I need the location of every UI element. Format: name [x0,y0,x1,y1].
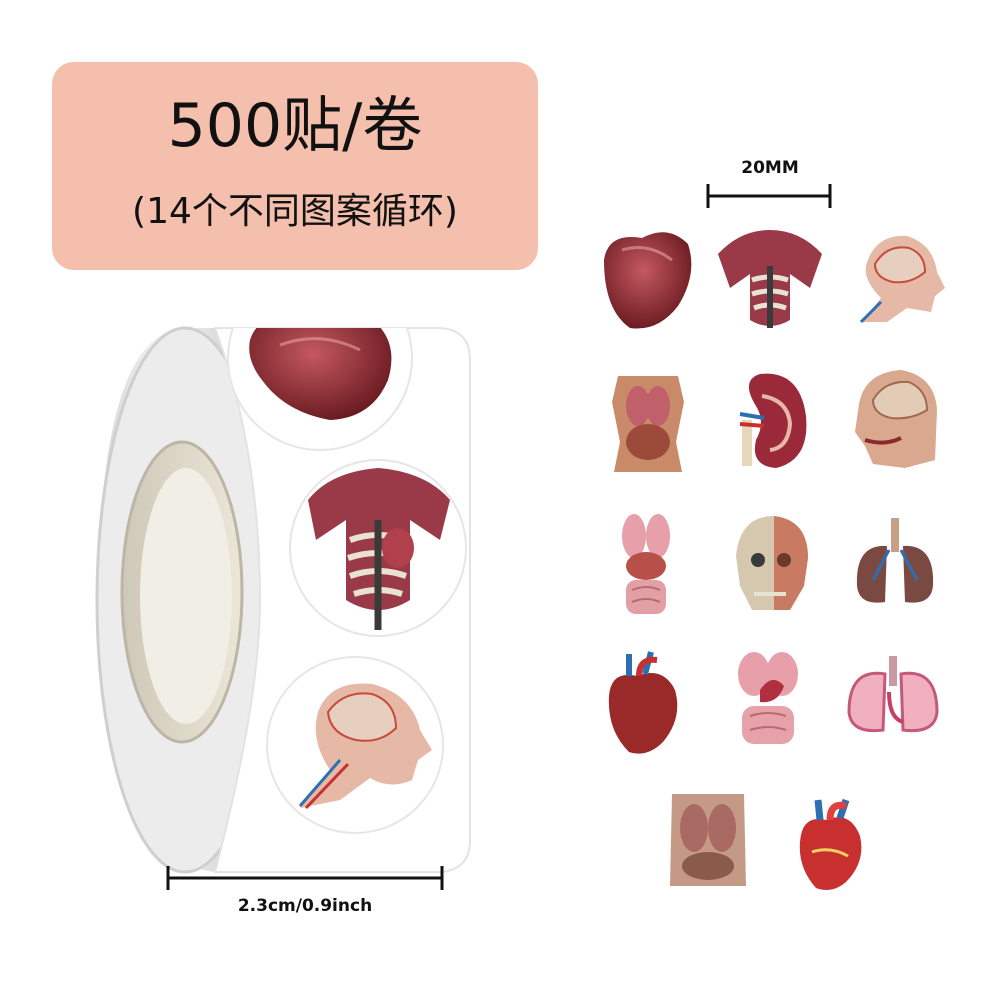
roll-side [95,326,275,874]
sticker-head-sagittal [855,370,937,468]
roll-sticker-thorax [289,459,467,637]
roll-sticker-head [266,656,444,834]
title-banner: 500贴/卷 (14个不同图案循环) [52,62,538,270]
sticker-digestive-system [622,514,670,614]
sticker-kidney [739,373,807,468]
sticker-thorax-ribcage [718,230,822,328]
banner-subtitle: (14个不同图案循环) [132,191,458,232]
sticker-size-measure [706,184,832,208]
sticker-thorax-cavity [670,794,746,886]
sticker-digestive-system-pink [738,652,798,744]
sticker-size-label: 20MM [741,158,799,178]
banner-title: 500贴/卷 [167,91,423,161]
sticker-heart-cartoon [799,798,862,890]
sticker-lungs [856,518,934,603]
sticker-lungs-pink [847,656,939,733]
roll-width-label: 2.3cm/0.9inch [237,896,373,916]
sticker-head-nerves [859,235,945,324]
sticker-heart-anatomical [608,651,678,754]
sticker-torso-organs [612,376,684,472]
roll-sticker-heart [227,328,413,451]
sticker-heart-realistic [604,232,692,329]
roll-width-measure [166,866,444,890]
sticker-skull-muscles [736,516,808,610]
